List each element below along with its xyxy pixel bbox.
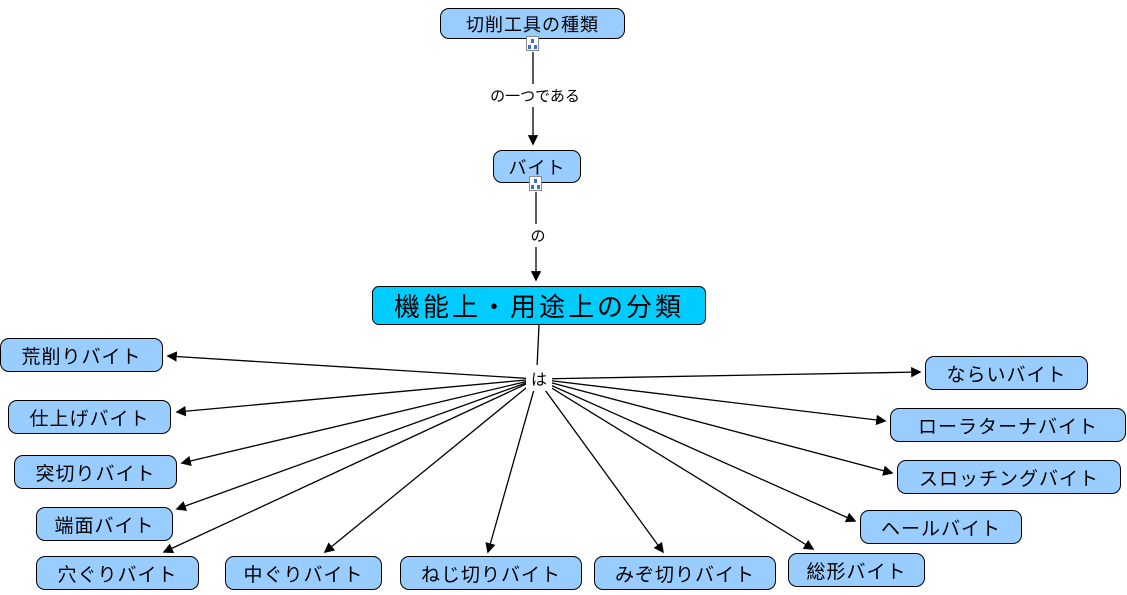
- node-label: 切削工具の種類: [466, 14, 599, 35]
- leaf-node[interactable]: みぞ切りバイト: [594, 556, 776, 590]
- leaf-node[interactable]: 突切りバイト: [14, 455, 177, 489]
- node-label: 総形バイト: [806, 561, 907, 583]
- node-label: ならいバイト: [946, 364, 1067, 386]
- node-label: 荒削りバイト: [21, 346, 142, 368]
- leaf-node[interactable]: ヘールバイト: [860, 510, 1022, 544]
- node-label: 中ぐりバイト: [243, 564, 364, 586]
- link-phrase-wa[interactable]: は: [526, 365, 552, 391]
- leaf-node[interactable]: 総形バイト: [788, 553, 925, 587]
- icon-dot: [537, 185, 540, 189]
- leaf-node[interactable]: 仕上げバイト: [8, 400, 171, 434]
- leaf-node[interactable]: ならいバイト: [925, 356, 1088, 390]
- node-label: 突切りバイト: [35, 463, 156, 485]
- node-label: バイト: [508, 157, 566, 178]
- node-cutting-tool-types[interactable]: 切削工具の種類: [440, 8, 625, 39]
- node-label: ヘールバイト: [880, 518, 1001, 540]
- icon-dot: [531, 39, 534, 43]
- icon-dot: [534, 45, 537, 49]
- leaf-node[interactable]: ローラターナバイト: [890, 408, 1126, 442]
- leaf-node[interactable]: スロッチングバイト: [897, 460, 1121, 494]
- leaf-node[interactable]: 中ぐりバイト: [225, 556, 382, 590]
- resource-group-icon[interactable]: [526, 36, 539, 51]
- leaf-node[interactable]: 荒削りバイト: [0, 338, 163, 372]
- leaf-node[interactable]: 穴ぐりバイト: [36, 556, 199, 590]
- link-phrase-of[interactable]: の: [527, 224, 549, 247]
- leaf-node[interactable]: ねじ切りバイト: [400, 556, 582, 590]
- node-label: 穴ぐりバイト: [57, 564, 178, 586]
- icon-dot: [528, 45, 531, 49]
- node-label: 機能上・用途上の分類: [393, 292, 684, 322]
- resource-group-icon[interactable]: [529, 176, 542, 191]
- node-label: 端面バイト: [54, 515, 155, 537]
- leaf-node[interactable]: 端面バイト: [36, 507, 173, 541]
- node-label: 仕上げバイト: [29, 408, 150, 430]
- node-label: スロッチングバイト: [918, 468, 1099, 490]
- node-label: ねじ切りバイト: [420, 564, 561, 586]
- node-label: みぞ切りバイト: [614, 564, 755, 586]
- link-phrase-is-one-of[interactable]: の一つである: [476, 84, 594, 107]
- icon-dot: [531, 185, 534, 189]
- node-bite[interactable]: バイト: [493, 150, 581, 183]
- icon-dot: [534, 179, 537, 183]
- node-functional-classification[interactable]: 機能上・用途上の分類: [372, 286, 706, 325]
- node-label: ローラターナバイト: [917, 416, 1098, 438]
